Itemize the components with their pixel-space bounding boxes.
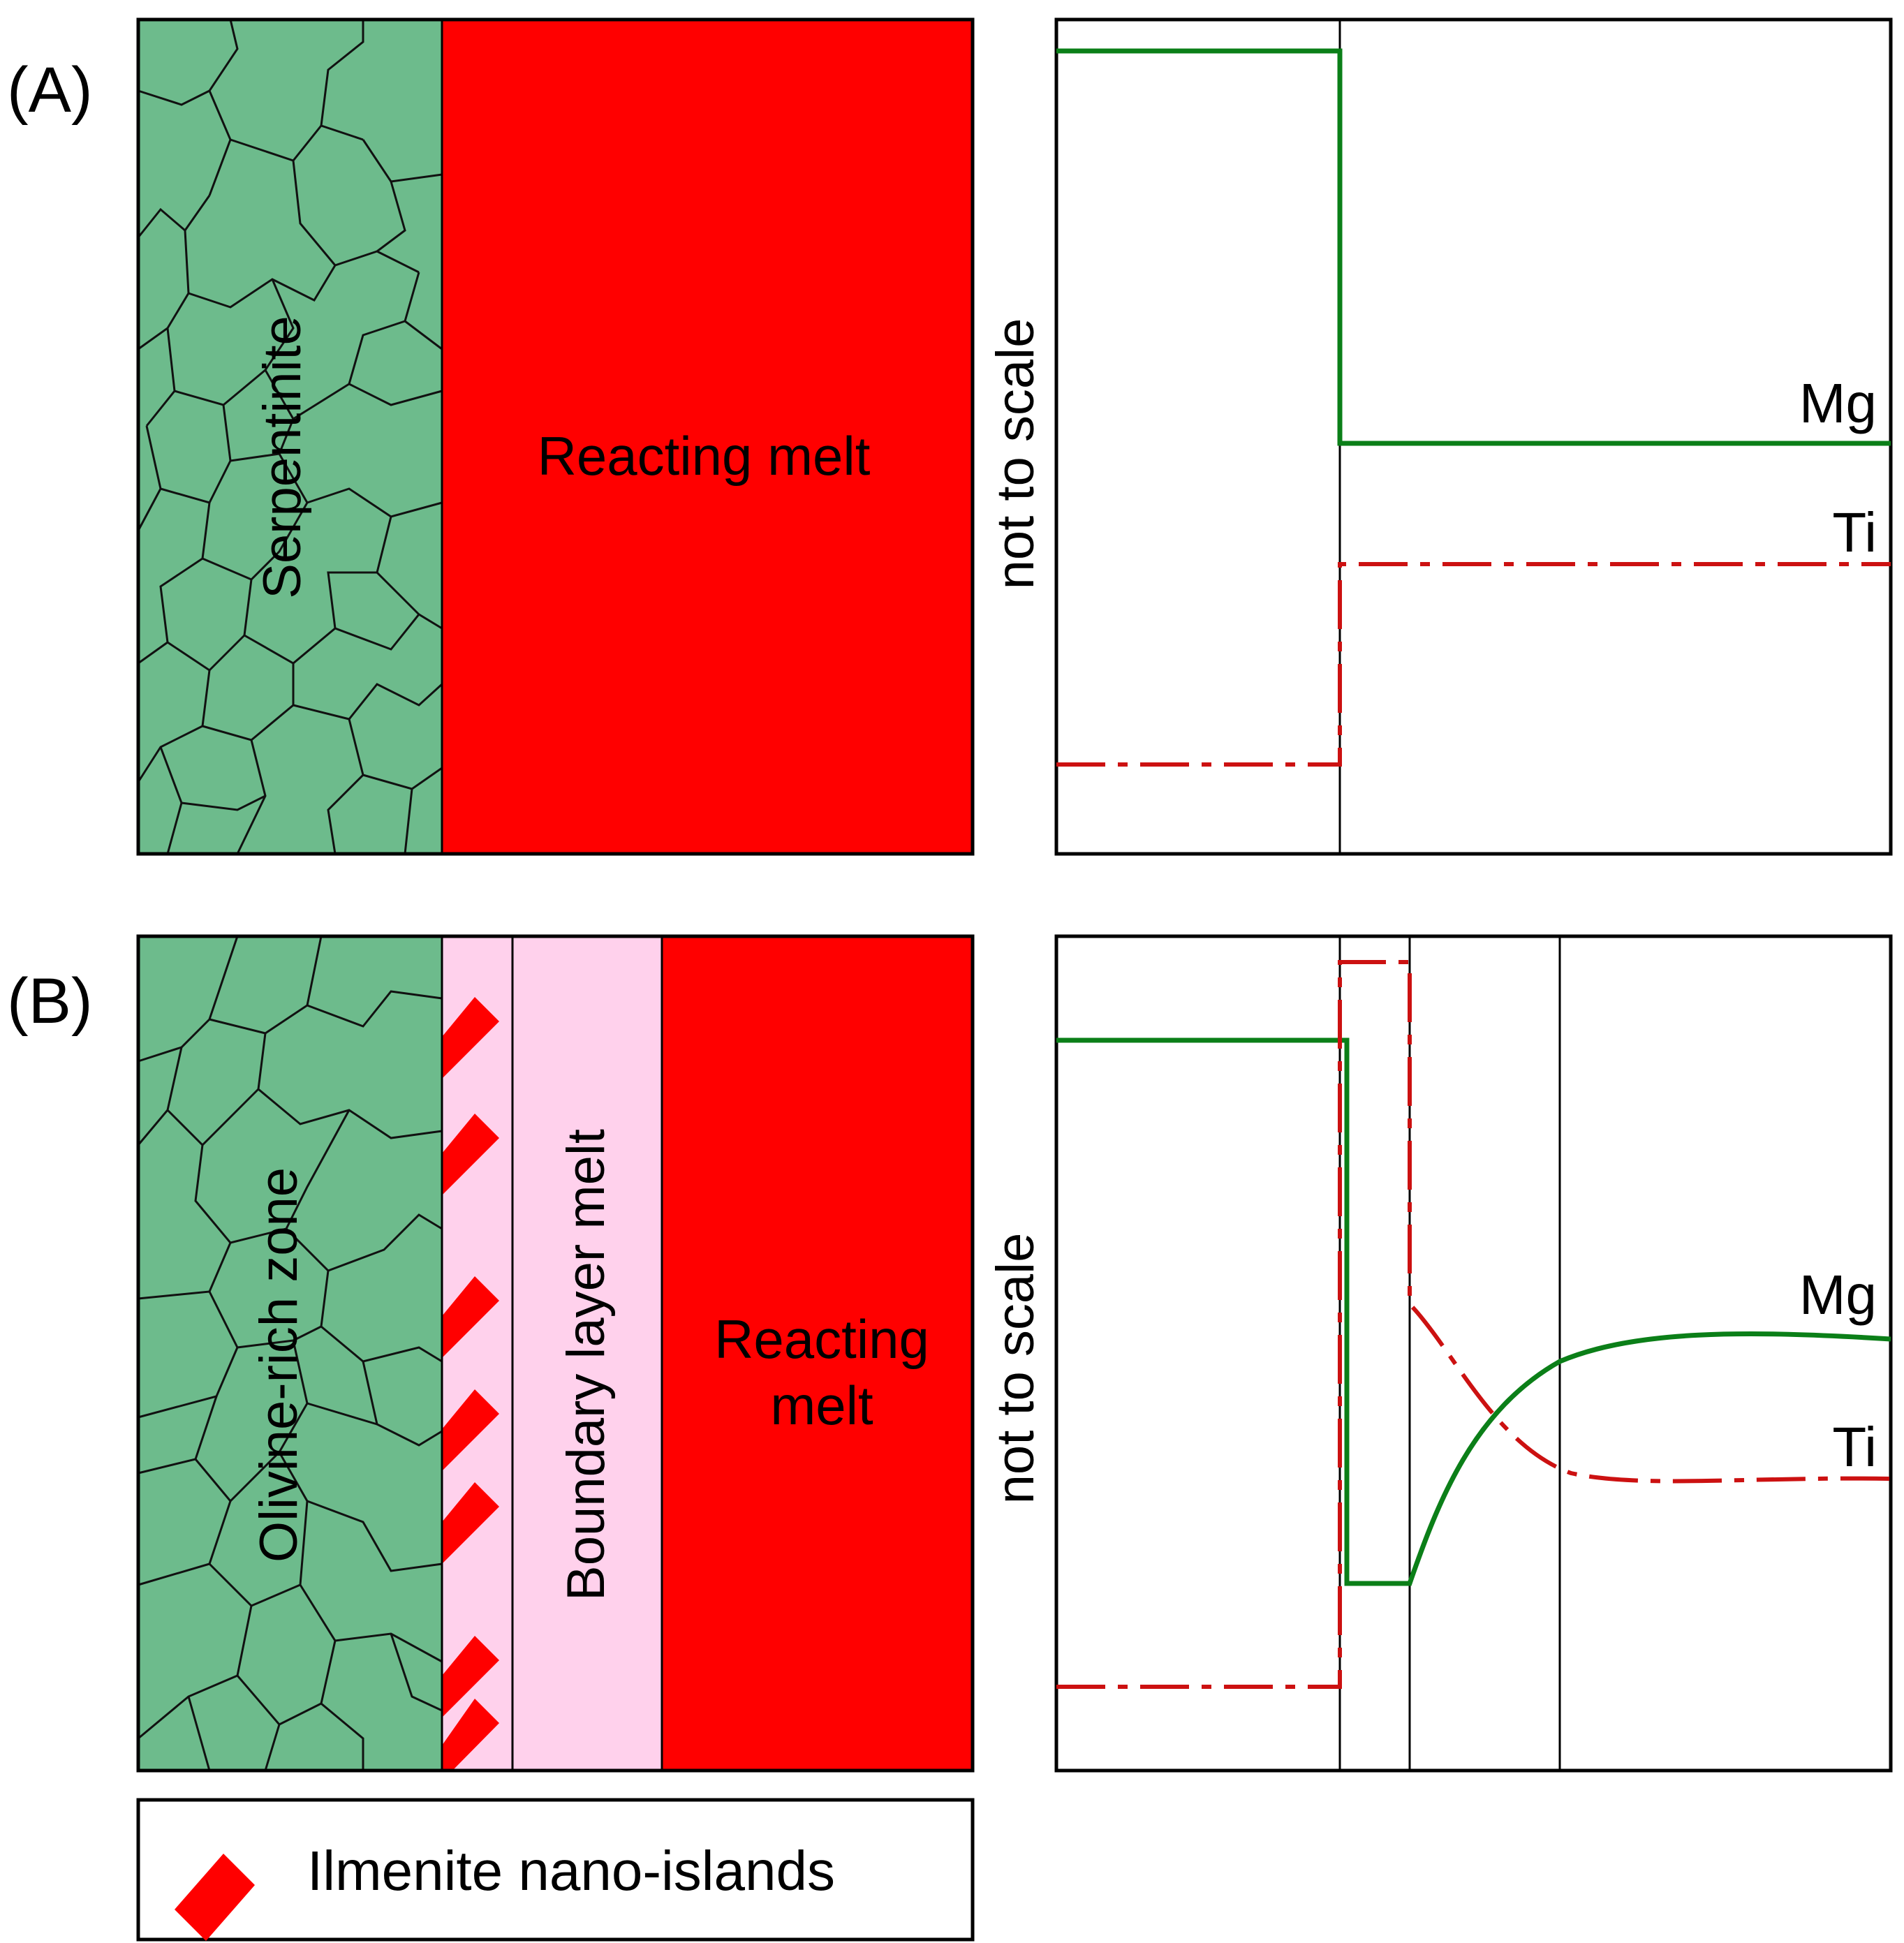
panel-a-schematic: Serpentinite Reacting melt — [136, 17, 975, 856]
serpentinite-grain-boundaries — [137, 19, 443, 855]
ti-profile-a — [1056, 562, 1891, 767]
panel-b-profile: Mg Ti not to scale — [986, 934, 1893, 1773]
profile-a-frame — [1054, 17, 1893, 856]
reacting-melt-zone-b — [662, 936, 973, 1771]
panel-b-letter: (B) — [7, 966, 93, 1037]
not-to-scale-label-b: not to scale — [986, 1233, 1045, 1505]
panel-a-profile: Mg Ti not to scale — [986, 17, 1893, 856]
mg-profile-b — [1056, 1037, 1891, 1586]
legend: Ilmenite nano-islands — [136, 1798, 975, 1942]
mg-profile-a — [1056, 48, 1891, 446]
legend-label: Ilmenite nano-islands — [307, 1840, 835, 1902]
ilmenite-nano-islands — [442, 997, 499, 1771]
ti-label-b: Ti — [1832, 1416, 1877, 1478]
profile-b-frame — [1054, 934, 1893, 1773]
boundary-layer-melt-label: Boundary layer melt — [556, 1129, 616, 1601]
mg-label-b: Mg — [1799, 1264, 1877, 1326]
panel-a-letter: (A) — [7, 54, 93, 126]
reacting-melt-label-b-line1: Reacting — [714, 1308, 929, 1370]
ilmenite-island — [442, 1482, 499, 1564]
ilmenite-layer — [442, 936, 512, 1771]
reacting-melt-label-b-line2: melt — [770, 1375, 873, 1436]
ti-label-a: Ti — [1832, 501, 1877, 563]
panel-a-frame — [136, 17, 975, 856]
olivine-grain-boundaries — [137, 936, 443, 1771]
reacting-melt-zone — [442, 20, 973, 854]
reacting-melt-label: Reacting melt — [538, 425, 871, 487]
ilmenite-legend-icon — [175, 1854, 255, 1941]
not-to-scale-label-a: not to scale — [986, 318, 1045, 590]
ti-profile-b — [1056, 960, 1891, 1689]
ilmenite-island — [442, 1276, 499, 1358]
panel-b-schematic: Olivine-rich zone Boundary layer melt Re… — [136, 934, 975, 1773]
serpentinite-label: Serpentinite — [253, 316, 312, 599]
olivine-rich-zone-label: Olivine-rich zone — [249, 1167, 309, 1562]
ilmenite-island — [442, 997, 499, 1079]
boundary-layer-melt-zone — [512, 936, 662, 1771]
legend-box — [136, 1798, 975, 1942]
ilmenite-island — [442, 1699, 499, 1771]
ilmenite-island — [442, 1389, 499, 1471]
ilmenite-island — [442, 1114, 499, 1195]
panel-b-frame — [136, 934, 975, 1773]
mg-label-a: Mg — [1799, 372, 1877, 434]
ilmenite-island — [442, 1636, 499, 1717]
